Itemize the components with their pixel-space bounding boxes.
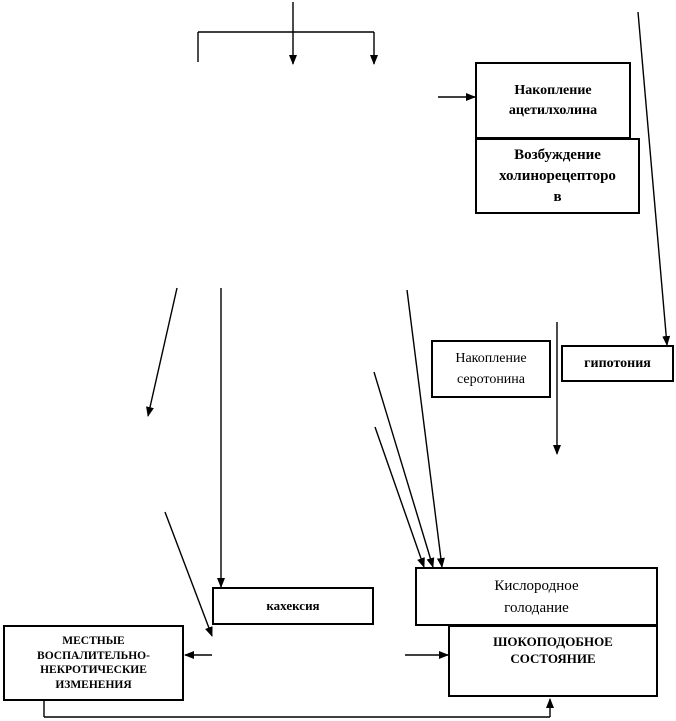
arrow-to-hypotonia xyxy=(637,11,671,346)
node-serotonin-accumulation: Накопление серотонина xyxy=(431,340,551,398)
arrow-oxygen-3 xyxy=(374,426,425,568)
node-local-inflammatory-necrotic-changes: МЕСТНЫЕ ВОСПАЛИТЕЛЬНО- НЕКРОТИЧЕСКИЕ ИЗМ… xyxy=(3,625,184,701)
node-oxygen-starvation: Кислородное голодание xyxy=(415,567,658,626)
node-acetylcholine-label: Накопление ацетилхолина xyxy=(508,82,598,118)
node-local-changes-label: МЕСТНЫЕ ВОСПАЛИТЕЛЬНО- НЕКРОТИЧЕСКИЕ ИЗМ… xyxy=(37,635,150,691)
node-cachexia: кахексия xyxy=(212,587,374,625)
node-hypotonia: гипотония xyxy=(561,345,674,382)
node-shock-like-state: ШОКОПОДОБНОЕ СОСТОЯНИЕ xyxy=(448,625,658,697)
node-cholinoreceptors-label: Возбуждение холинорецепторо в xyxy=(499,146,616,205)
node-serotonin-label: Накопление серотонина xyxy=(455,351,527,387)
node-hypotonia-label: гипотония xyxy=(584,355,651,371)
node-acetylcholine-accumulation: Накопление ацетилхолина xyxy=(475,62,631,139)
node-shock-label: ШОКОПОДОБНОЕ СОСТОЯНИЕ xyxy=(493,634,613,666)
arrow-down-left xyxy=(146,287,178,417)
arrow-to-local-changes-region xyxy=(164,511,213,637)
arrow-oxygen-1 xyxy=(406,289,445,568)
node-oxygen-label: Кислородное голодание xyxy=(494,577,579,616)
arrow-oxygen-2 xyxy=(373,371,435,568)
node-cachexia-label: кахексия xyxy=(266,598,320,613)
node-cholinoreceptor-excitation: Возбуждение холинорецепторо в xyxy=(475,138,640,214)
